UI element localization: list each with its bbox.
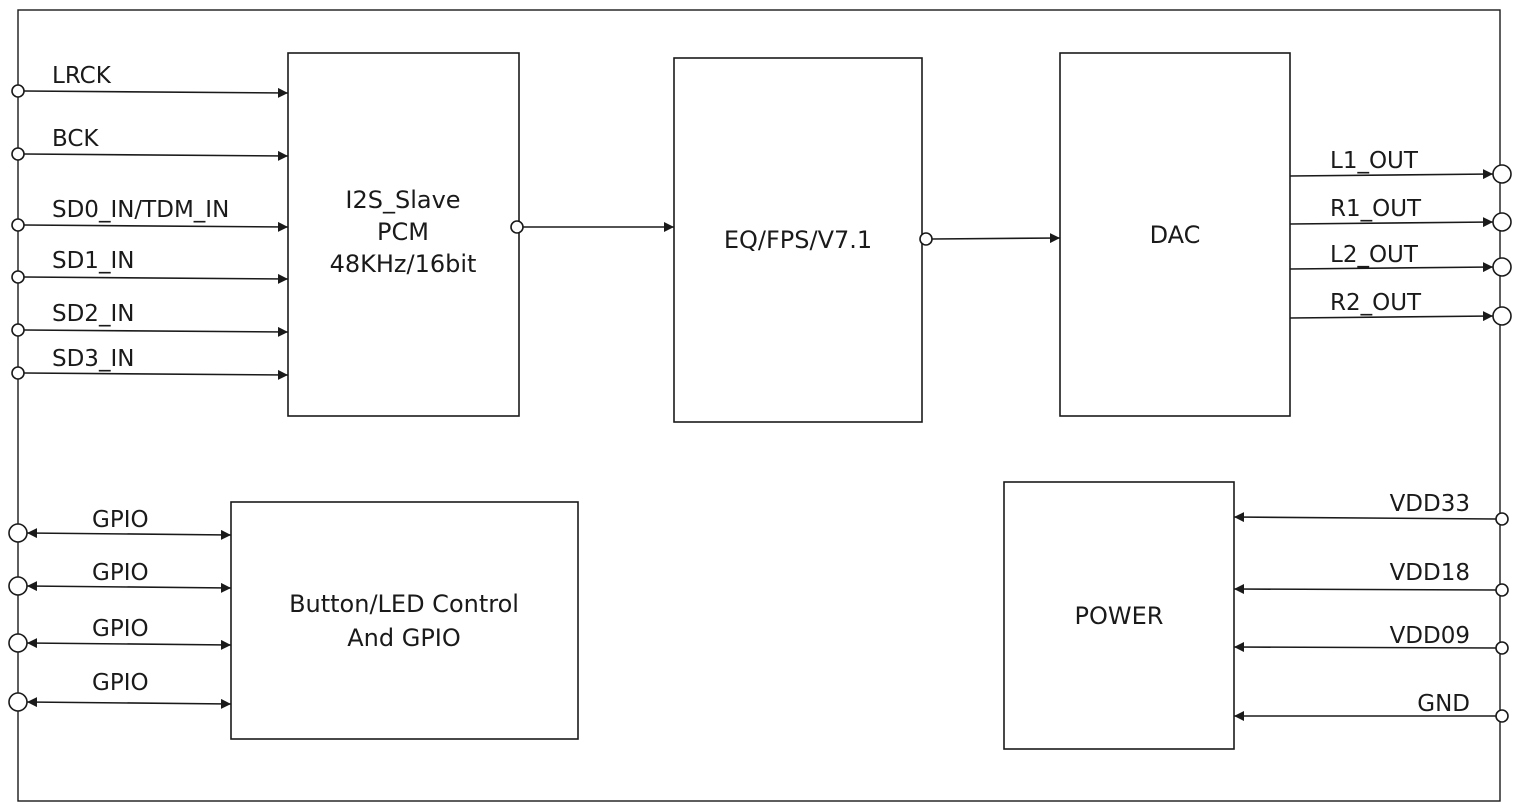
power-block-label: POWER bbox=[1075, 602, 1164, 630]
output-label: R1_OUT bbox=[1330, 196, 1422, 222]
output-l1-out: L1_OUT bbox=[1289, 148, 1512, 184]
button-led-block bbox=[230, 501, 579, 740]
button-led-block-line-1: Button/LED Control bbox=[289, 590, 519, 618]
gpio-line-3: GPIO bbox=[8, 616, 232, 653]
i2s-block-line-1: I2S_Slave bbox=[345, 186, 460, 214]
chip-outline bbox=[17, 9, 1501, 802]
input-sd0-in-tdm-in: SD0_IN/TDM_IN bbox=[11, 197, 289, 232]
i2s-block bbox=[287, 52, 520, 417]
dac-block-label: DAC bbox=[1150, 221, 1201, 249]
gpio-line-1: GPIO bbox=[8, 507, 232, 543]
input-label: SD0_IN/TDM_IN bbox=[52, 197, 229, 223]
i2s-output-terminal bbox=[510, 220, 524, 234]
dac-block bbox=[1059, 52, 1291, 417]
power-pin-vdd09: VDD09 bbox=[1233, 623, 1509, 655]
power-pin-label: VDD09 bbox=[1390, 623, 1470, 649]
input-sd2-in: SD2_IN bbox=[11, 301, 289, 337]
input-label: SD1_IN bbox=[52, 248, 134, 274]
gpio-line-4: GPIO bbox=[8, 670, 232, 712]
power-pin-vdd33: VDD33 bbox=[1233, 491, 1509, 526]
gpio-label: GPIO bbox=[92, 560, 149, 586]
output-r1-out: R1_OUT bbox=[1289, 196, 1512, 232]
input-label: LRCK bbox=[52, 63, 112, 89]
input-label: BCK bbox=[52, 126, 99, 152]
i2s-block-line-3: 48KHz/16bit bbox=[330, 250, 477, 278]
power-pin-label: GND bbox=[1417, 691, 1470, 717]
eq-output-terminal bbox=[919, 232, 933, 246]
gpio-label: GPIO bbox=[92, 670, 149, 696]
gpio-label: GPIO bbox=[92, 616, 149, 642]
output-label: R2_OUT bbox=[1330, 290, 1422, 316]
gpio-label: GPIO bbox=[92, 507, 149, 533]
output-r2-out: R2_OUT bbox=[1289, 290, 1512, 326]
eq-block bbox=[673, 57, 923, 423]
eq-to-dac-line bbox=[931, 233, 1061, 244]
input-bck: BCK bbox=[11, 126, 289, 161]
gpio-line-2: GPIO bbox=[8, 560, 232, 596]
eq-block-label: EQ/FPS/V7.1 bbox=[724, 226, 872, 254]
power-pin-gnd: GND bbox=[1234, 691, 1509, 723]
input-label: SD2_IN bbox=[52, 301, 134, 327]
button-led-block-line-2: And GPIO bbox=[347, 624, 461, 652]
power-pin-vdd18: VDD18 bbox=[1233, 560, 1509, 597]
power-pin-label: VDD18 bbox=[1390, 560, 1470, 586]
power-pin-label: VDD33 bbox=[1390, 491, 1470, 517]
input-label: SD3_IN bbox=[52, 346, 134, 372]
input-lrck: LRCK bbox=[11, 63, 289, 98]
output-l2-out: L2_OUT bbox=[1289, 242, 1512, 277]
output-label: L2_OUT bbox=[1330, 242, 1419, 268]
i2s-block-line-2: PCM bbox=[377, 218, 429, 246]
output-label: L1_OUT bbox=[1330, 148, 1419, 174]
input-sd3-in: SD3_IN bbox=[11, 346, 289, 380]
input-sd1-in: SD1_IN bbox=[11, 248, 289, 284]
power-block bbox=[1003, 481, 1235, 750]
